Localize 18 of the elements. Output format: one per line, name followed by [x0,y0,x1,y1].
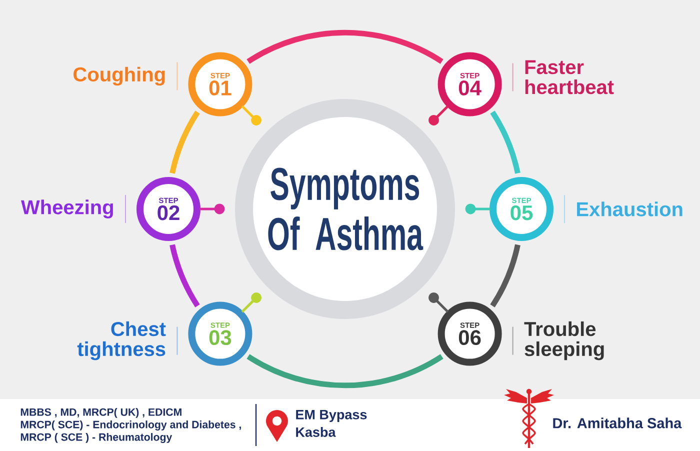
ring-arc [246,354,444,388]
credentials-text: MBBS , MD, MRCP( UK) , EDICM [20,408,182,418]
step-label: Wheezing [21,200,113,218]
step-label: Trouble sleeping [524,321,604,360]
ring-arc [246,30,444,64]
credentials-text: MRCP ( SCE ) - Rheumatology [20,433,172,443]
address-text: EM Bypass [296,410,367,422]
credentials-text: MRCP( SCE) - Endocrinology and Diabetes , [20,420,241,430]
step-label: Chest tightness [77,321,166,360]
step-label: Coughing [74,66,165,86]
ring-arc [490,110,520,174]
address-text: Kasba [296,427,336,437]
step-label: Faster heartbeat [525,60,614,94]
doctor-name: Dr. Amitabha Saha [553,418,682,428]
ring-arc [170,244,200,308]
step-label: Exhaustion [577,202,682,216]
ring-arc [170,110,200,174]
ring-arc [490,244,520,308]
